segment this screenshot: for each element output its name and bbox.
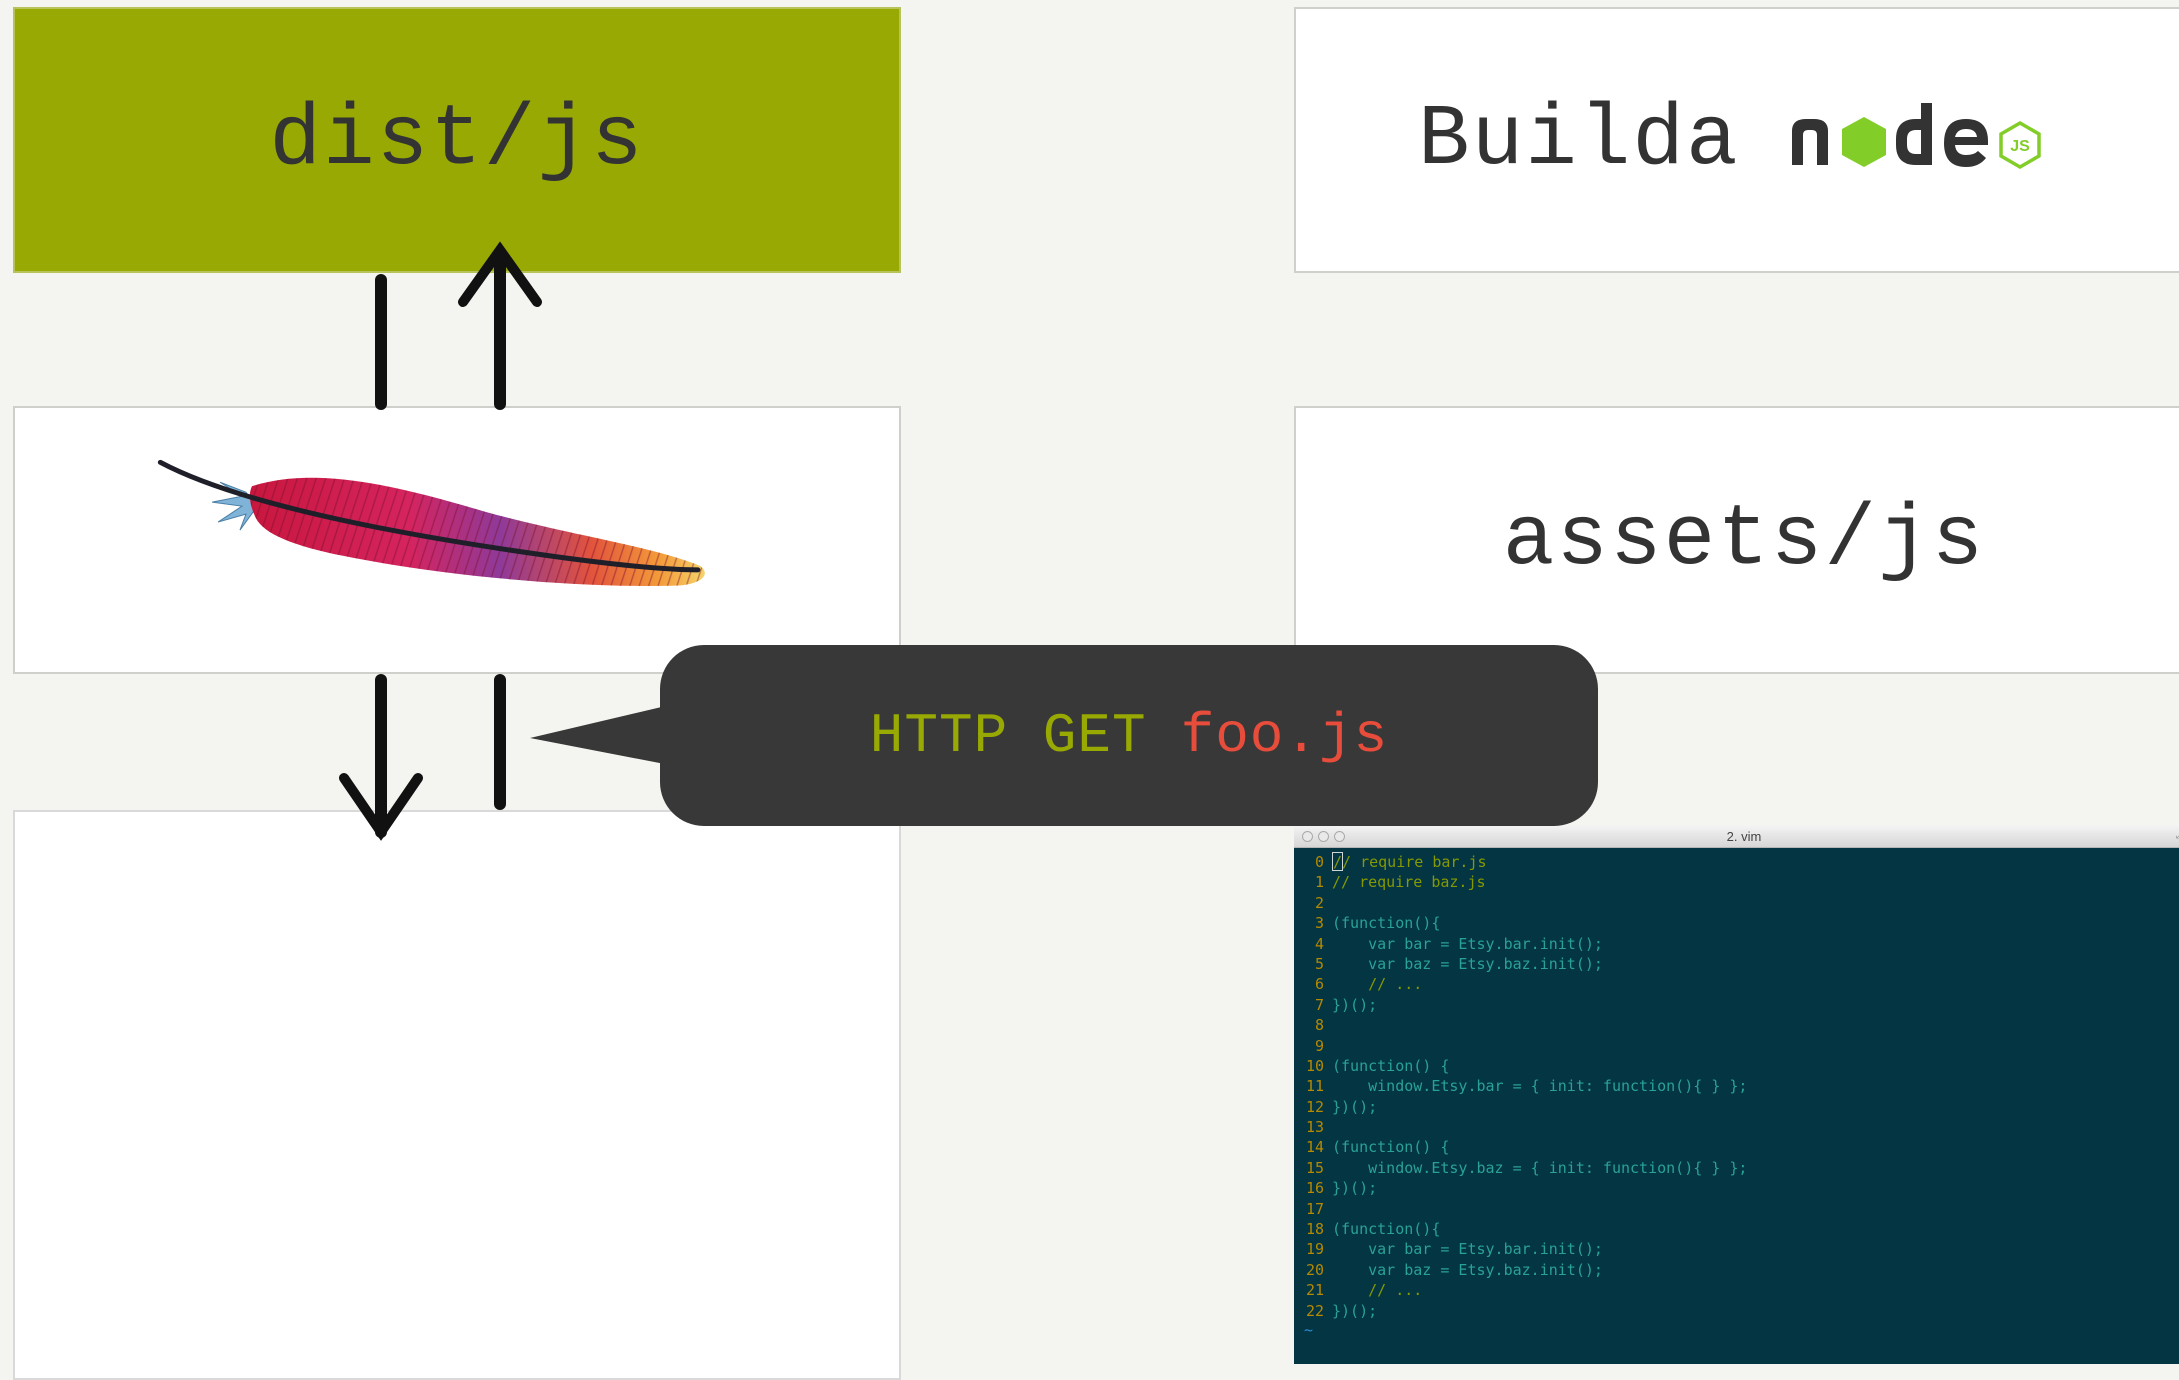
line-text: })(); <box>1332 1097 1378 1116</box>
assets-js-label: assets/js <box>1502 491 1986 589</box>
code-line: 16 })(); <box>1294 1178 2179 1198</box>
line-number: 20 <box>1305 1260 1324 1279</box>
node-logo-d <box>1895 103 1932 165</box>
line-text: window.Etsy.baz = { init: function(){ } … <box>1332 1158 1748 1177</box>
code-line: 7 })(); <box>1294 995 2179 1015</box>
line-text: var bar = Etsy.bar.init(); <box>1332 1240 1603 1259</box>
assets-js-box: assets/js <box>1294 406 2179 674</box>
http-method: HTTP GET <box>869 703 1147 768</box>
code-line: 18 (function(){ <box>1294 1219 2179 1239</box>
code-line: 15 window.Etsy.baz = { init: function(){… <box>1294 1158 2179 1178</box>
resize-icon[interactable]: ⤢ <box>2176 830 2179 841</box>
line-number: 0 <box>1314 853 1324 871</box>
window-minimize-icon[interactable] <box>1318 831 1329 842</box>
code-line: 6 // ... <box>1294 974 2179 994</box>
line-number: 21 <box>1305 1281 1324 1300</box>
code-line: 3 (function(){ <box>1294 913 2179 933</box>
terminal-titlebar: 2. vim ⤢ <box>1294 826 2179 848</box>
bubble-tail <box>530 705 670 765</box>
browser-box <box>13 810 901 1380</box>
node-logo-n <box>1791 119 1828 165</box>
code-line: 10 (function() { <box>1294 1056 2179 1076</box>
line-number: 5 <box>1314 954 1324 973</box>
line-text: // require bar.js <box>1333 853 1487 871</box>
line-number: 18 <box>1305 1220 1324 1239</box>
code-line: 13 <box>1294 1117 2179 1137</box>
arrow-head-down-icon <box>339 773 423 841</box>
arrow-head-up-icon <box>458 241 542 307</box>
code-line: 21 // ... <box>1294 1280 2179 1300</box>
dist-js-label: dist/js <box>269 91 645 189</box>
line-number: 8 <box>1314 1016 1324 1035</box>
window-close-icon[interactable] <box>1302 831 1313 842</box>
code-line: 20 var baz = Etsy.baz.init(); <box>1294 1260 2179 1280</box>
window-zoom-icon[interactable] <box>1334 831 1345 842</box>
line-text: window.Etsy.bar = { init: function(){ } … <box>1332 1077 1748 1096</box>
line-number: 11 <box>1305 1077 1324 1096</box>
code-line: 4 var bar = Etsy.bar.init(); <box>1294 934 2179 954</box>
line-text: // ... <box>1332 1281 1423 1300</box>
line-text: })(); <box>1332 1179 1378 1198</box>
vim-empty-line-marker: ~ <box>1304 1320 1314 1339</box>
code-line: 9 <box>1294 1036 2179 1056</box>
feather-quill <box>157 459 701 573</box>
line-number: 19 <box>1305 1240 1324 1259</box>
line-number: 15 <box>1305 1158 1324 1177</box>
http-file: foo.js <box>1180 703 1389 768</box>
line-text: var baz = Etsy.baz.init(); <box>1332 1260 1603 1279</box>
terminal-title: 2. vim <box>1726 829 1762 844</box>
code-line: 19 var bar = Etsy.bar.init(); <box>1294 1239 2179 1259</box>
code-line: 11 window.Etsy.bar = { init: function(){… <box>1294 1076 2179 1096</box>
line-number: 17 <box>1305 1199 1324 1218</box>
line-number: 6 <box>1314 975 1324 994</box>
line-number: 3 <box>1314 914 1324 933</box>
code-line: 14 (function() { <box>1294 1137 2179 1157</box>
code-line: 5 var baz = Etsy.baz.init(); <box>1294 954 2179 974</box>
node-logo-hexagon <box>1841 117 1886 167</box>
line-number: 14 <box>1305 1138 1324 1157</box>
line-text: var baz = Etsy.baz.init(); <box>1332 954 1603 973</box>
line-text: })(); <box>1332 1301 1378 1320</box>
line-number: 10 <box>1305 1056 1324 1075</box>
line-text: })(); <box>1332 995 1378 1014</box>
http-get-bubble: HTTP GET foo.js <box>660 645 1598 826</box>
code-line: 17 <box>1294 1199 2179 1219</box>
apache-feather-icon <box>157 459 705 587</box>
line-text: // ... <box>1332 975 1423 994</box>
code-line: 2 <box>1294 893 2179 913</box>
node-logo-e <box>1943 119 1988 167</box>
line-text: var bar = Etsy.bar.init(); <box>1332 934 1603 953</box>
line-number: 4 <box>1314 934 1324 953</box>
node-logo-js-text: JS <box>2010 138 2030 155</box>
line-number: 13 <box>1305 1118 1324 1137</box>
apache-server-box <box>13 406 901 674</box>
line-number: 9 <box>1314 1036 1324 1055</box>
line-number: 7 <box>1314 995 1324 1014</box>
line-number: 22 <box>1305 1301 1324 1320</box>
line-number: 2 <box>1314 893 1324 912</box>
builda-node-box: Builda JS <box>1294 7 2179 273</box>
line-text: (function(){ <box>1332 914 1441 933</box>
vim-terminal-window: 2. vim ⤢ 0 // require bar.js 1 // require b… <box>1294 826 2179 1364</box>
line-text: (function() { <box>1332 1138 1450 1157</box>
text-cursor <box>1332 852 1343 871</box>
dist-js-box: dist/js <box>13 7 901 273</box>
line-number: 16 <box>1305 1179 1324 1198</box>
code-line: 8 <box>1294 1015 2179 1035</box>
code-line: 12 })(); <box>1294 1097 2179 1117</box>
node-logo-js-badge <box>1998 120 2041 170</box>
line-text: // require baz.js <box>1332 873 1486 892</box>
code-line: 1 // require baz.js <box>1294 872 2179 892</box>
line-number: 12 <box>1305 1097 1324 1116</box>
code-listing: 0 // require bar.js 1 // require baz.js 2 3 (f… <box>1294 852 2179 1321</box>
line-number: 1 <box>1314 873 1324 892</box>
code-line: 22 })(); <box>1294 1301 2179 1321</box>
nodejs-logo: JS <box>1791 103 2041 170</box>
line-text: (function(){ <box>1332 1220 1441 1239</box>
code-line: 0 // require bar.js <box>1294 852 2179 872</box>
builda-label: Builda <box>1418 91 1740 189</box>
line-text: (function() { <box>1332 1056 1450 1075</box>
